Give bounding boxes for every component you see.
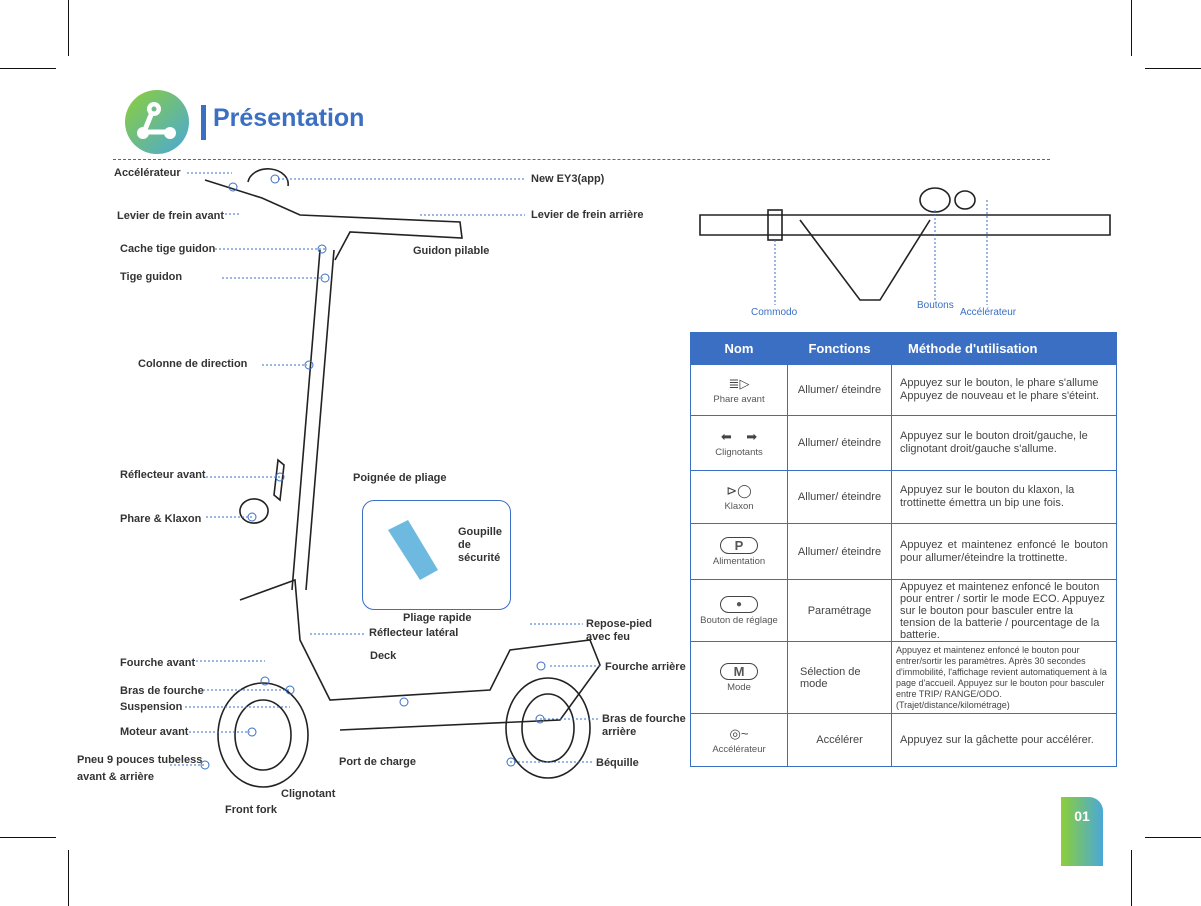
label-accelerator: Accélérateur: [114, 167, 181, 179]
label-side-reflector: Réflecteur latéral: [369, 627, 459, 639]
headlight-icon: ≣▷: [728, 375, 750, 391]
label-handlebar-accelerator: Accélérateur: [960, 307, 1017, 318]
table-row: ◎~Accélérateur Accélérer Appuyez sur la …: [690, 713, 1117, 767]
title-accent-bar: [201, 105, 206, 140]
crop-mark: [68, 0, 69, 56]
function-table: Nom Fonctions Méthode d'utilisation ≣▷Ph…: [690, 332, 1117, 767]
mode-icon: M: [720, 662, 758, 680]
label-switch: Commodo: [751, 307, 798, 318]
settings-button-icon: ●: [720, 595, 758, 613]
header-method: Méthode d'utilisation: [891, 332, 1117, 365]
label-footrest: Repose-pied avec feu: [586, 618, 653, 643]
header-name: Nom: [690, 332, 788, 365]
table-row: ⬅ ➡Clignotants Allumer/ éteindre Appuyez…: [690, 415, 1117, 471]
table-row: ≣▷Phare avant Allumer/ éteindre Appuyez …: [690, 364, 1117, 416]
share-nodes-icon: [125, 90, 189, 154]
label-safety-pin: Goupille de sécurité: [458, 526, 502, 564]
page-title: Présentation: [213, 104, 365, 132]
label-stem: Tige guidon: [120, 271, 183, 283]
label-steering-column: Colonne de direction: [138, 358, 248, 370]
turn-signals-icon: ⬅ ➡: [720, 428, 758, 444]
label-indicator: Clignotant: [281, 788, 336, 800]
label-rear-fork: Fourche arrière: [605, 661, 686, 673]
label-charge-port: Port de charge: [339, 756, 417, 768]
label-stem-cover: Cache tige guidon: [120, 243, 216, 255]
crop-mark: [1131, 850, 1132, 906]
table-row: ●Bouton de réglage Paramétrage Appuyez e…: [690, 579, 1117, 642]
label-deck: Deck: [370, 650, 397, 662]
label-fork-arm: Bras de fourche: [120, 685, 204, 697]
divider: [113, 159, 1050, 160]
throttle-icon: ◎~: [729, 725, 749, 741]
label-front-motor: Moteur avant: [120, 726, 189, 738]
label-rear-fork-arm: Bras de fourche arrière: [602, 713, 686, 738]
quick-fold-inset: [362, 500, 511, 610]
label-folding-handle: Poignée de pliage: [353, 472, 447, 484]
label-front-fork-en: Front fork: [225, 804, 277, 816]
label-headlight-horn: Phare & Klaxon: [120, 513, 202, 525]
crop-mark: [68, 850, 69, 906]
label-tire: Pneu 9 pouces tubeless avant & arrière: [77, 754, 203, 783]
label-buttons: Boutons: [917, 300, 954, 311]
label-kickstand: Béquille: [596, 757, 639, 769]
crop-mark: [1131, 0, 1132, 56]
label-suspension: Suspension: [120, 701, 183, 713]
label-front-reflector: Réflecteur avant: [120, 469, 206, 481]
label-front-brake: Levier de frein avant: [117, 210, 224, 222]
label-quick-fold: Pliage rapide: [403, 612, 472, 624]
crop-mark: [1145, 68, 1201, 69]
label-rear-brake: Levier de frein arrière: [531, 209, 644, 221]
horn-icon: ⊳◯: [726, 482, 752, 498]
label-app: New EY3(app): [531, 173, 605, 185]
crop-mark: [0, 837, 56, 838]
table-row: ⊳◯Klaxon Allumer/ éteindre Appuyez sur l…: [690, 470, 1117, 524]
label-front-fork: Fourche avant: [120, 657, 196, 669]
label-folding-bar: Guidon pilable: [413, 245, 490, 257]
crop-mark: [0, 68, 56, 69]
crop-mark: [1145, 837, 1201, 838]
power-icon: P: [720, 536, 758, 554]
header-function: Fonctions: [787, 332, 892, 365]
page-number: 01: [1061, 797, 1103, 866]
